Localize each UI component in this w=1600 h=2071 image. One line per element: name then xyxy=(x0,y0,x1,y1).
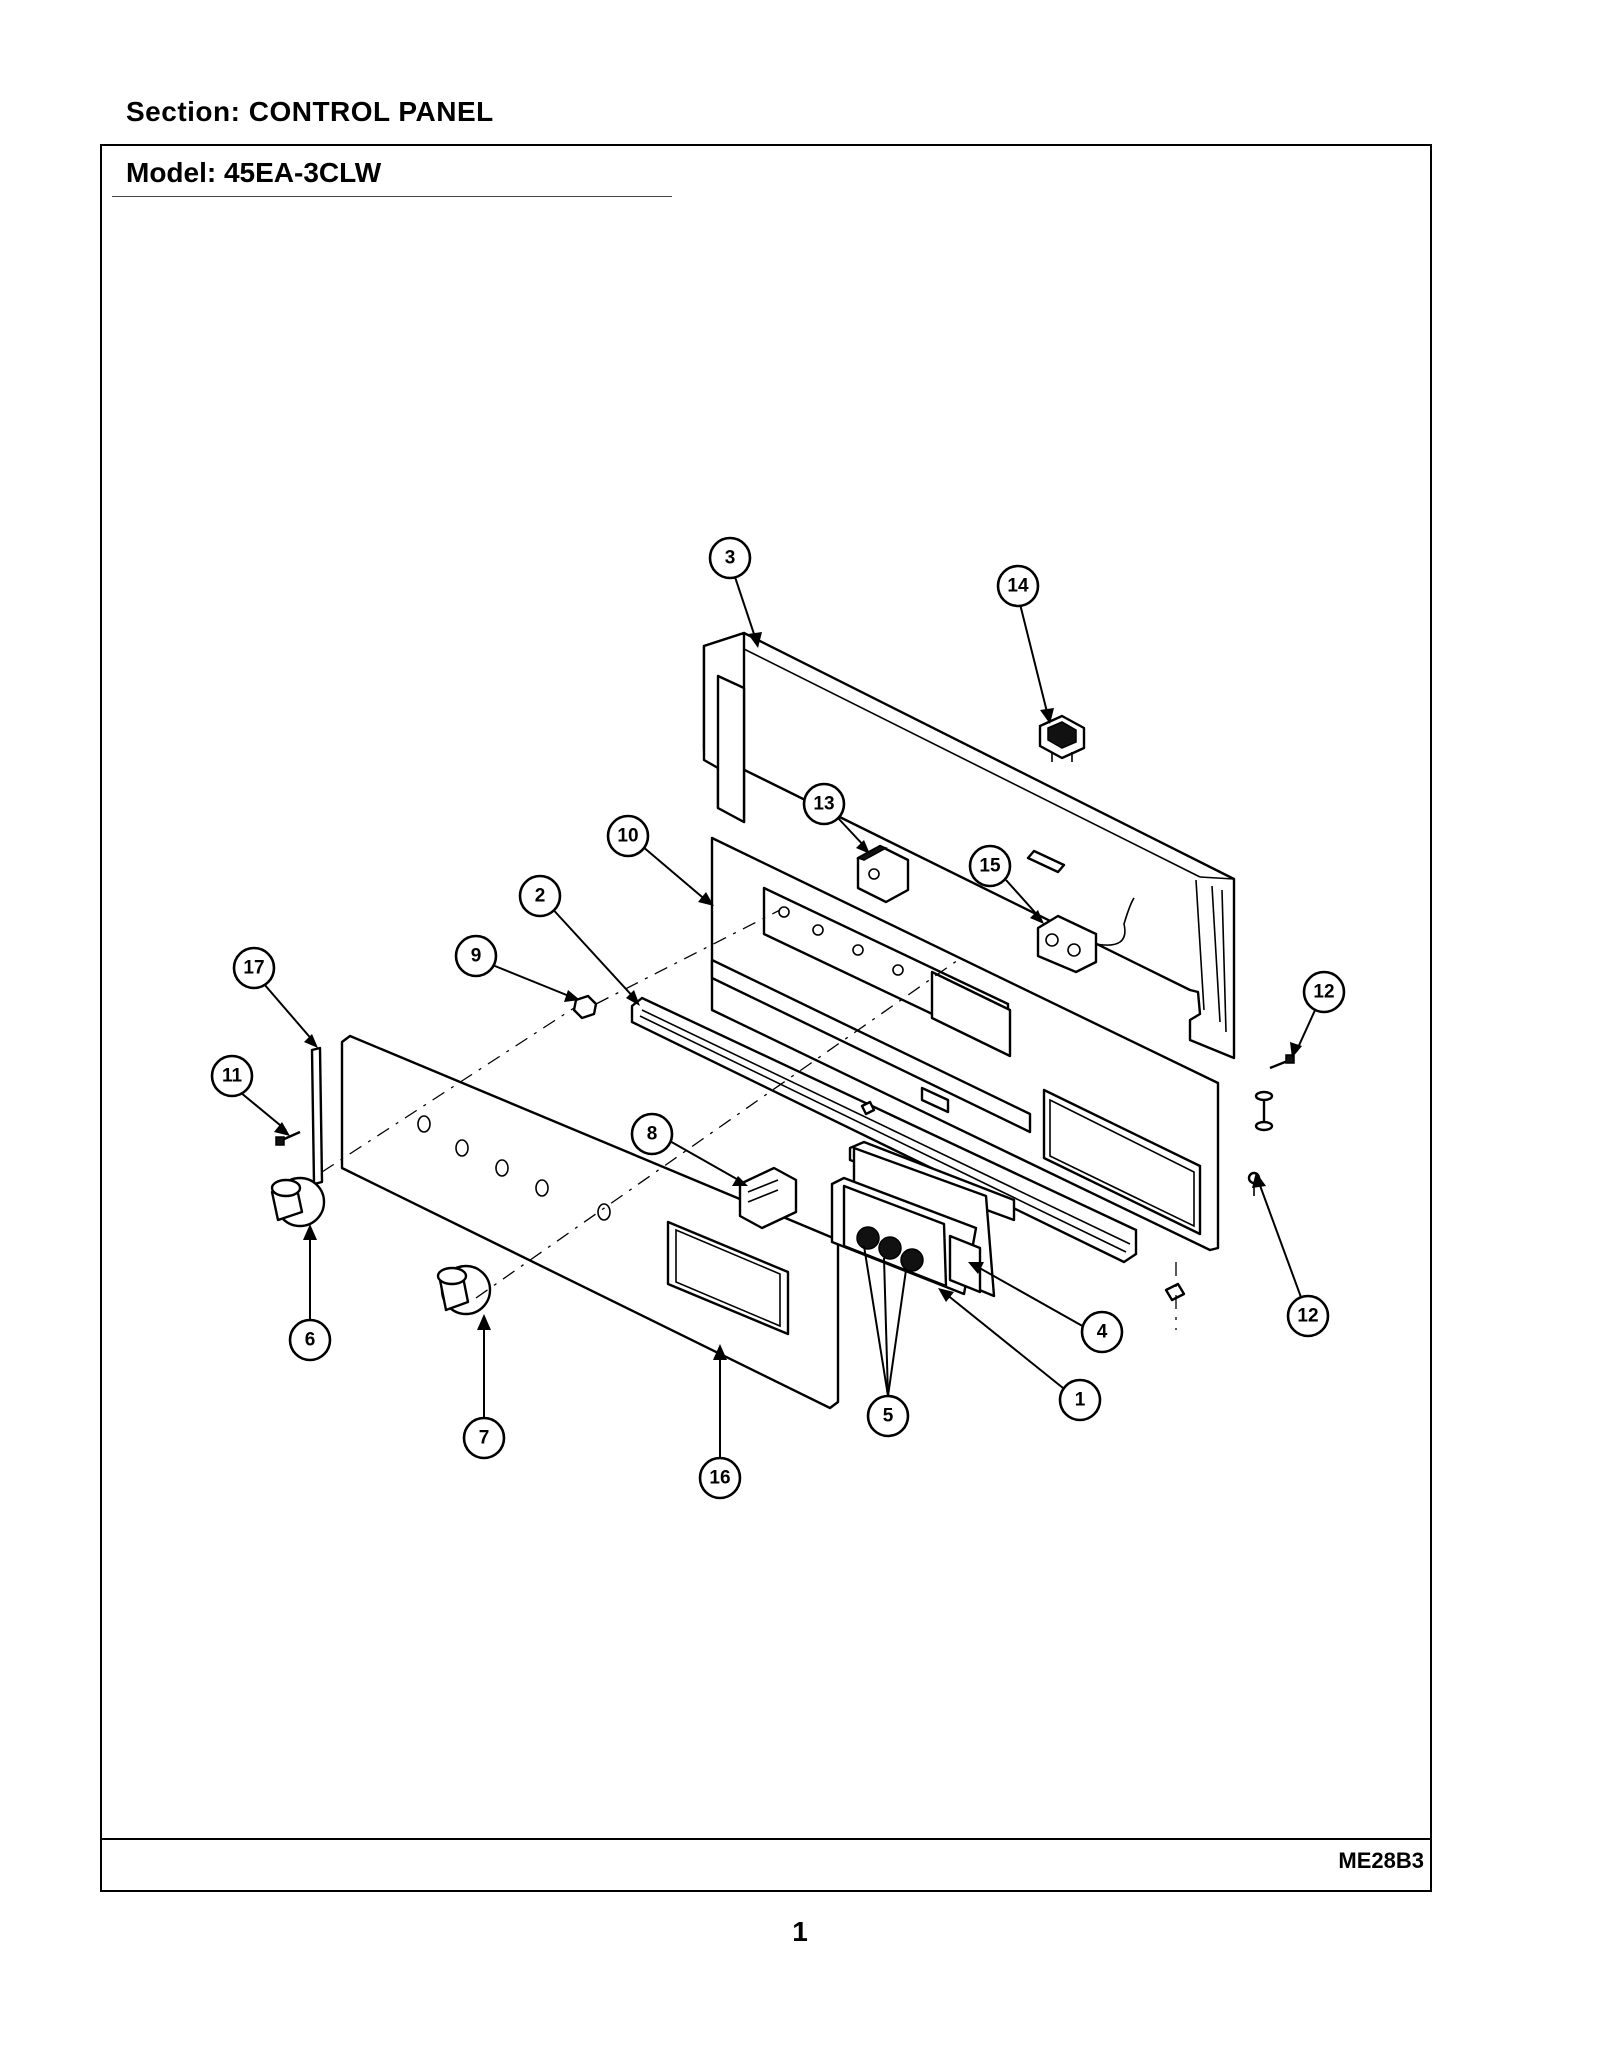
callout-9: 9 xyxy=(454,934,580,1002)
callout-17: 17 xyxy=(232,946,318,1048)
part-bolt xyxy=(1254,1090,1274,1132)
callout-1-label: 1 xyxy=(1075,1390,1086,1411)
callout-3: 3 xyxy=(708,536,762,648)
callout-10-label: 10 xyxy=(617,826,638,847)
callout-12-upper: 12 xyxy=(1290,970,1346,1058)
callout-12-upper-label: 12 xyxy=(1313,982,1334,1003)
part-infinite-switch xyxy=(856,844,910,904)
callout-4-label: 4 xyxy=(1097,1322,1108,1343)
part-control-assembly xyxy=(830,1140,1016,1298)
part-trim-strip xyxy=(310,1046,324,1186)
part-panel-backing xyxy=(710,836,1220,1252)
callout-11: 11 xyxy=(210,1054,290,1136)
callout-13-label: 13 xyxy=(813,794,834,815)
part-screw-mid xyxy=(860,1100,876,1116)
callout-11-label: 11 xyxy=(222,1066,243,1087)
callout-16-label: 16 xyxy=(709,1468,730,1489)
model-underline xyxy=(112,196,672,197)
part-knob-center xyxy=(436,1264,492,1316)
part-clip xyxy=(1164,1282,1186,1302)
page-number: 1 xyxy=(792,1916,808,1947)
callout-14: 14 xyxy=(996,564,1054,724)
callout-8-label: 8 xyxy=(647,1124,658,1145)
part-nut xyxy=(572,994,598,1020)
callout-3-label: 3 xyxy=(725,548,736,569)
model-title: Model: 45EA-3CLW xyxy=(126,157,382,188)
callout-2-label: 2 xyxy=(535,886,546,907)
callout-5-label: 5 xyxy=(883,1406,894,1427)
callout-16: 16 xyxy=(698,1344,742,1500)
part-screw-right-upper xyxy=(1269,1054,1295,1070)
callout-6: 6 xyxy=(288,1224,332,1362)
callout-8: 8 xyxy=(630,1112,748,1186)
callout-15-label: 15 xyxy=(979,856,1001,877)
footer-divider xyxy=(100,1838,1432,1840)
callout-7-label: 7 xyxy=(479,1428,490,1449)
callout-4: 4 xyxy=(968,1262,1124,1354)
callout-14-label: 14 xyxy=(1007,576,1029,597)
part-channel-trim xyxy=(630,996,1138,1264)
part-rear-housing xyxy=(702,631,1236,1060)
callout-9-label: 9 xyxy=(471,946,482,967)
part-front-panel xyxy=(340,1034,840,1410)
part-screw-left xyxy=(275,1130,301,1146)
diagram-frame xyxy=(100,144,1432,1892)
part-rocker-switch xyxy=(1038,714,1086,762)
drawing-code: ME28B3 xyxy=(1338,1848,1424,1873)
section-title: Section: CONTROL PANEL xyxy=(126,96,494,127)
part-switch xyxy=(738,1166,798,1230)
callout-5: 5 xyxy=(863,1245,910,1438)
part-timer xyxy=(1036,897,1135,974)
callout-15: 15 xyxy=(968,844,1044,924)
part-knob-left xyxy=(270,1176,326,1228)
callout-2: 2 xyxy=(518,874,640,1006)
callout-7: 7 xyxy=(462,1314,506,1460)
callout-12-lower-label: 12 xyxy=(1297,1306,1318,1327)
callout-1: 1 xyxy=(938,1288,1102,1422)
callout-17-label: 17 xyxy=(243,958,264,979)
callout-10: 10 xyxy=(606,814,714,906)
callout-6-label: 6 xyxy=(305,1330,316,1351)
callout-12-lower: 12 xyxy=(1252,1172,1330,1338)
callout-13: 13 xyxy=(802,782,870,854)
